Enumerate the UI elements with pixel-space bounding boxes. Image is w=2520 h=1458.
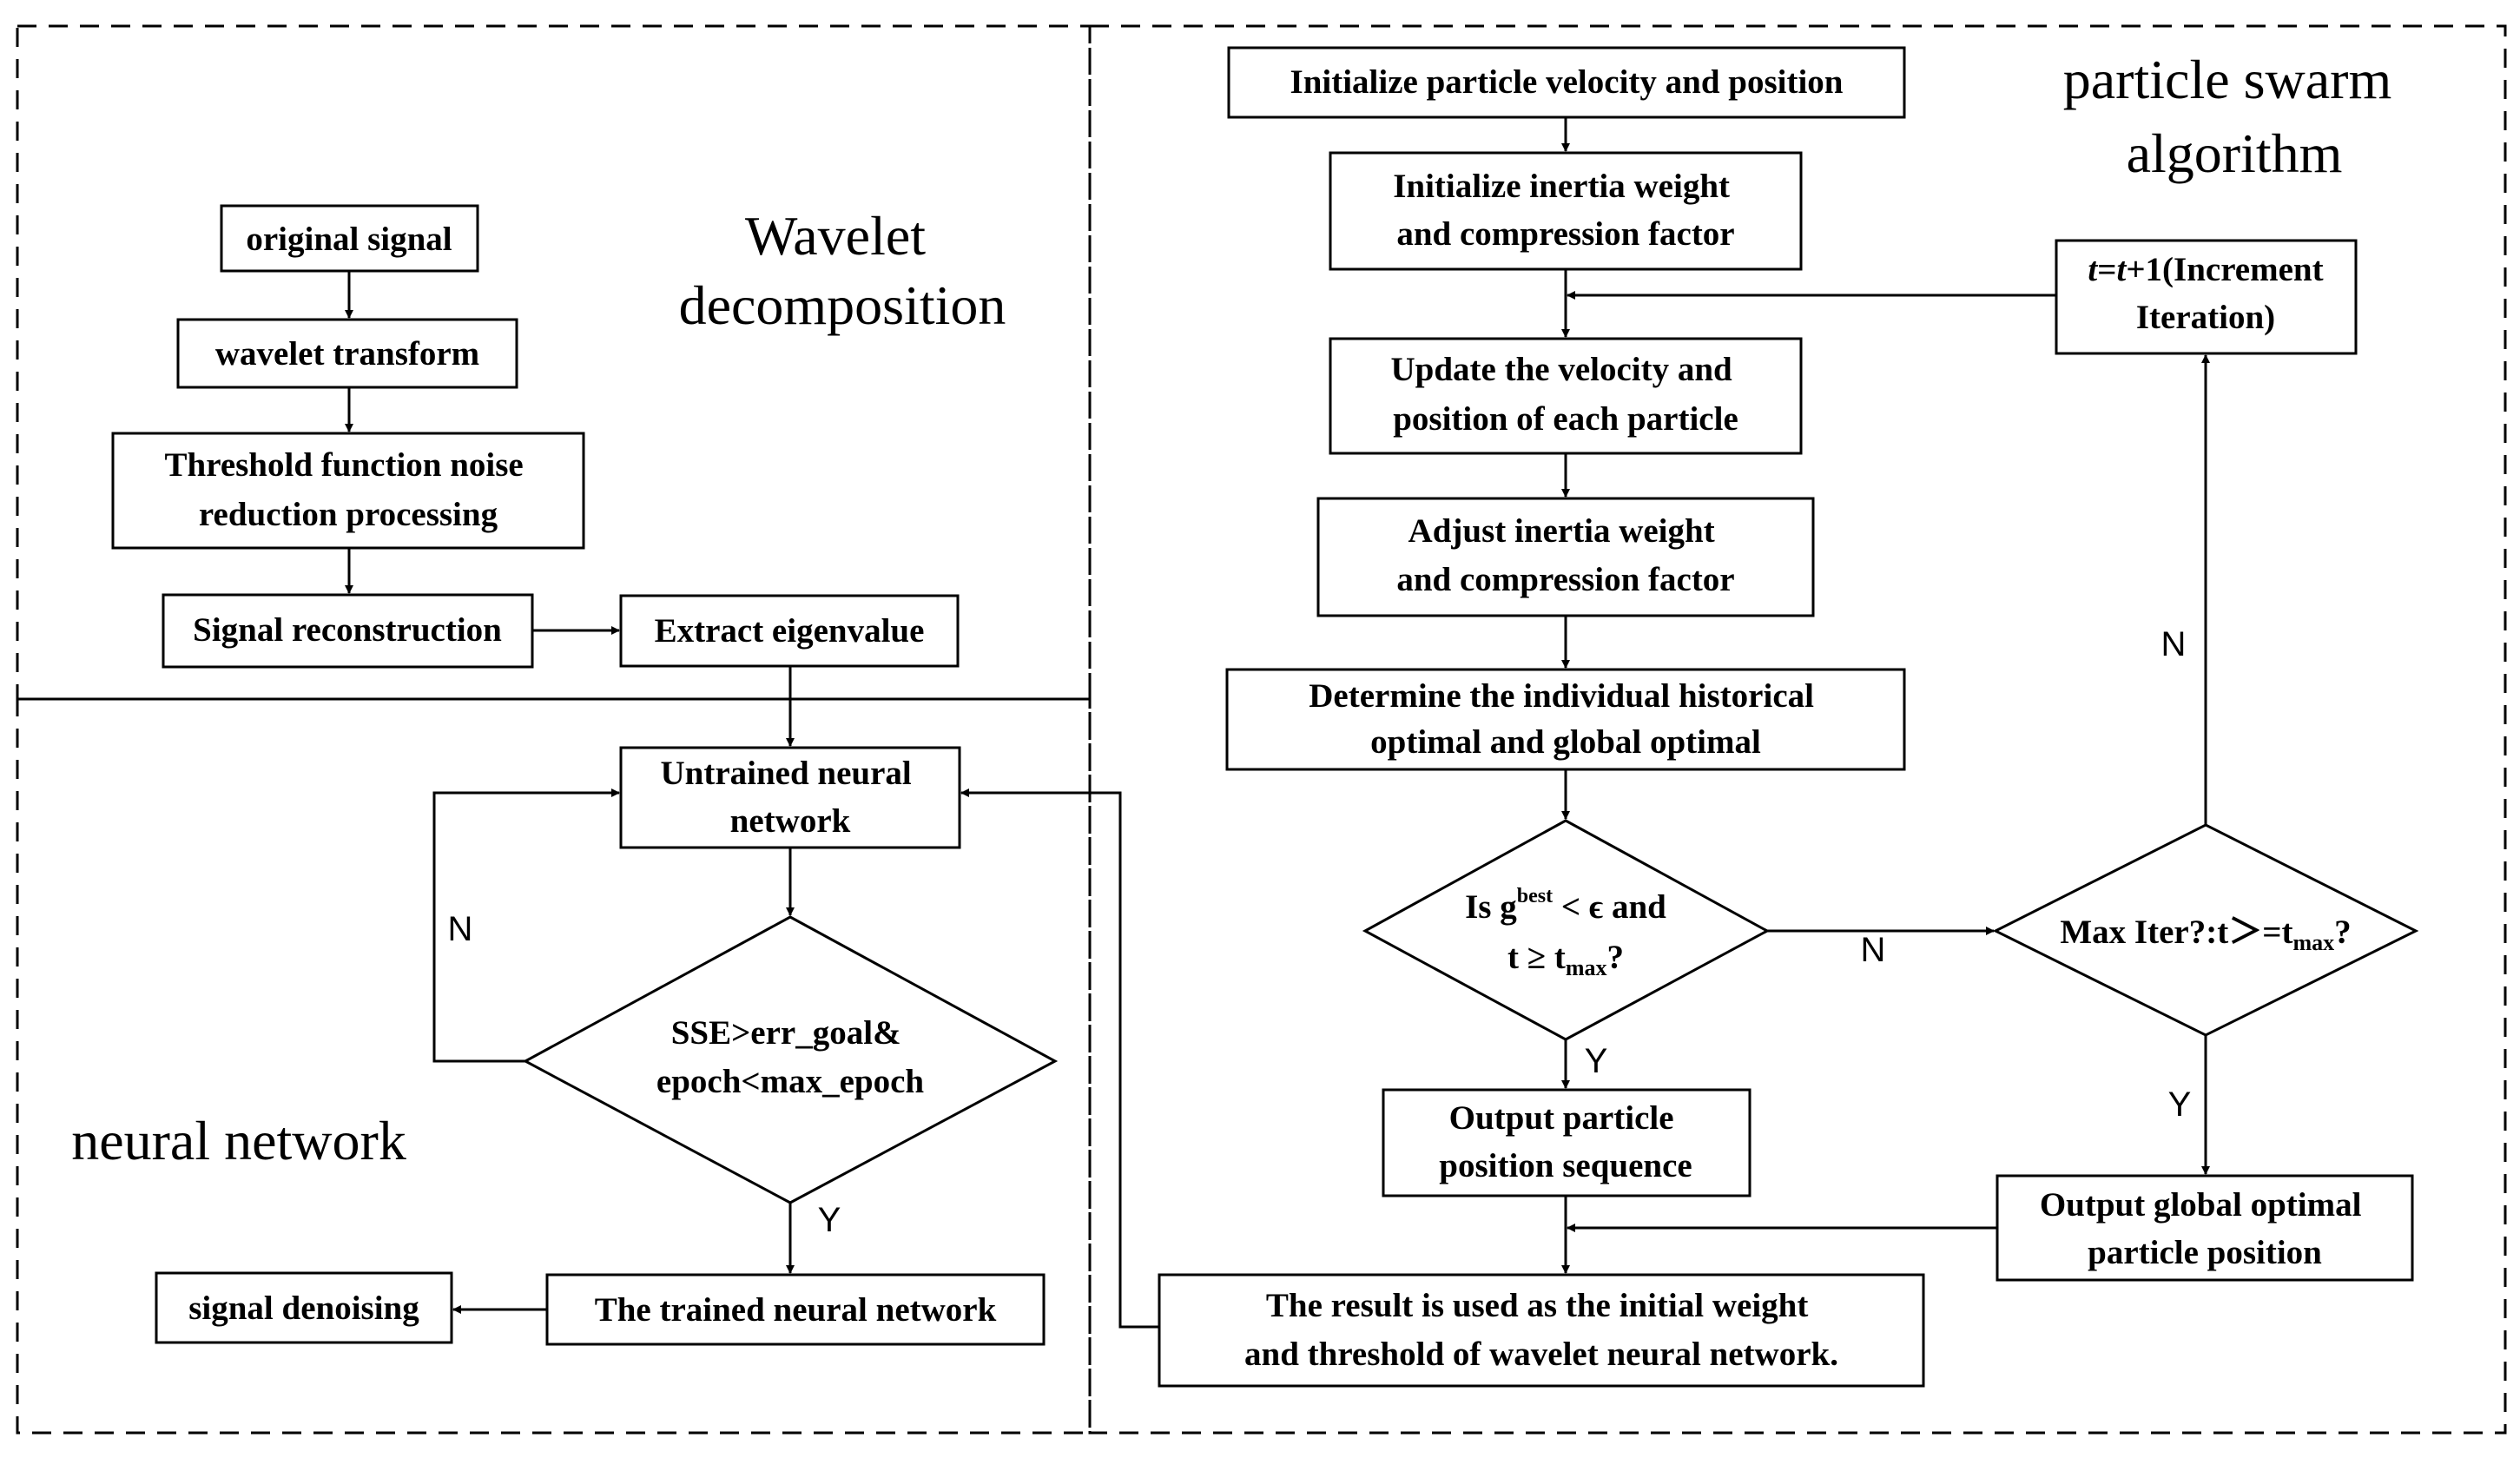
svg-text:Threshold function noise: Threshold function noise reduction proce… [165, 446, 532, 533]
neural-network-region-title: neural network [71, 1110, 406, 1171]
node-original-signal: original signal [220, 204, 479, 273]
svg-text:Extract eigenvalue: Extract eigenvalue [655, 612, 925, 650]
svg-text:Output particle position: Output particle position sequence [1439, 1099, 1692, 1184]
decision-max-iter: Max Iter?:t＞=tmax? [1992, 823, 2419, 1037]
svg-text:Initialize particle velocity a: Initialize particle velocity and positio… [1290, 63, 1844, 101]
svg-text:t=t+1(Increment: t=t+1(Increment [2088, 251, 2323, 288]
pso-region-title: particle swarm algorithm [2063, 49, 2406, 184]
node-trained-network: The trained neural network [545, 1273, 1046, 1346]
svg-text:original signal: original signal [246, 221, 452, 258]
svg-text:Max Iter?:t＞=tmax?: Max Iter?:t＞=tmax? [2060, 914, 2351, 955]
svg-text:signal denoising: signal denoising [188, 1290, 419, 1327]
decision-sse-epoch: SSE>err_goal& epoch<max_epoch [522, 915, 1059, 1204]
label-sse-no: N [448, 910, 473, 948]
node-untrained-network: Untrained neural network [619, 746, 961, 849]
node-threshold-processing: Threshold function noise reduction proce… [111, 432, 585, 550]
node-increment-iteration: t=t+1(Increment Iteration) [2055, 239, 2358, 355]
svg-text:Initialize inertia weight: Initialize inertia weight and compressio… [1393, 168, 1738, 253]
svg-text:Adjust inertia weight an: Adjust inertia weight and compression fa… [1396, 512, 1734, 598]
label-gbest-no: N [1861, 931, 1886, 969]
edge-sse-no-loop [432, 788, 620, 1063]
svg-text:Iteration): Iteration) [2136, 299, 2275, 336]
node-output-global: Output global optimal particle position [1996, 1174, 2414, 1282]
svg-text:Signal reconstruction: Signal reconstruction [193, 611, 502, 649]
edge-result-to-untrained [960, 788, 1159, 1329]
node-determine-optimal: Determine the individual historical opti… [1225, 668, 1906, 771]
node-adjust-inertia: Adjust inertia weight and compression fa… [1316, 497, 1815, 617]
decision-g-best: Is gbest < ϵ and t ≥ tmax? [1362, 819, 1771, 1041]
node-wavelet-transform: wavelet transform [176, 318, 518, 389]
svg-text:The result is used as the init: The result is used as the initial weight… [1244, 1287, 1838, 1373]
node-output-sequence: Output particle position sequence [1382, 1088, 1751, 1197]
node-extract-eigenvalue: Extract eigenvalue [619, 594, 960, 668]
label-maxiter-yes: Y [2168, 1085, 2192, 1124]
node-init-velocity-position: Initialize particle velocity and positio… [1227, 46, 1906, 119]
svg-text:SSE>err_goal& epoch<max_: SSE>err_goal& epoch<max_epoch [656, 1014, 925, 1100]
svg-text:Update the velocity and: Update the velocity and position of each… [1391, 351, 1741, 438]
svg-text:The trained neural network: The trained neural network [595, 1291, 997, 1329]
label-sse-yes: Y [818, 1201, 841, 1239]
svg-text:t ≥ tmax?: t ≥ tmax? [1507, 939, 1624, 980]
svg-text:Untrained neural network: Untrained neural network [660, 755, 920, 840]
node-update-velocity: Update the velocity and position of each… [1329, 337, 1803, 455]
label-maxiter-no: N [2161, 625, 2187, 663]
node-signal-reconstruction: Signal reconstruction [162, 593, 534, 669]
svg-text:Determine the individual histo: Determine the individual historical opti… [1309, 677, 1822, 761]
node-signal-denoising: signal denoising [155, 1271, 453, 1344]
node-result-initial-weight: The result is used as the initial weight… [1158, 1273, 1925, 1388]
svg-text:wavelet transform: wavelet transform [215, 335, 479, 373]
wavelet-region-title: Wavelet decomposition [679, 205, 1006, 336]
svg-text:Is gbest < ϵ and: Is gbest < ϵ and [1465, 885, 1666, 926]
wavelet-region [16, 24, 1092, 701]
node-init-inertia: Initialize inertia weight and compressio… [1329, 151, 1803, 271]
pso-region [1088, 24, 2507, 1435]
svg-text:Output global optimal pa: Output global optimal particle position [2040, 1186, 2370, 1271]
label-gbest-yes: Y [1585, 1042, 1608, 1080]
